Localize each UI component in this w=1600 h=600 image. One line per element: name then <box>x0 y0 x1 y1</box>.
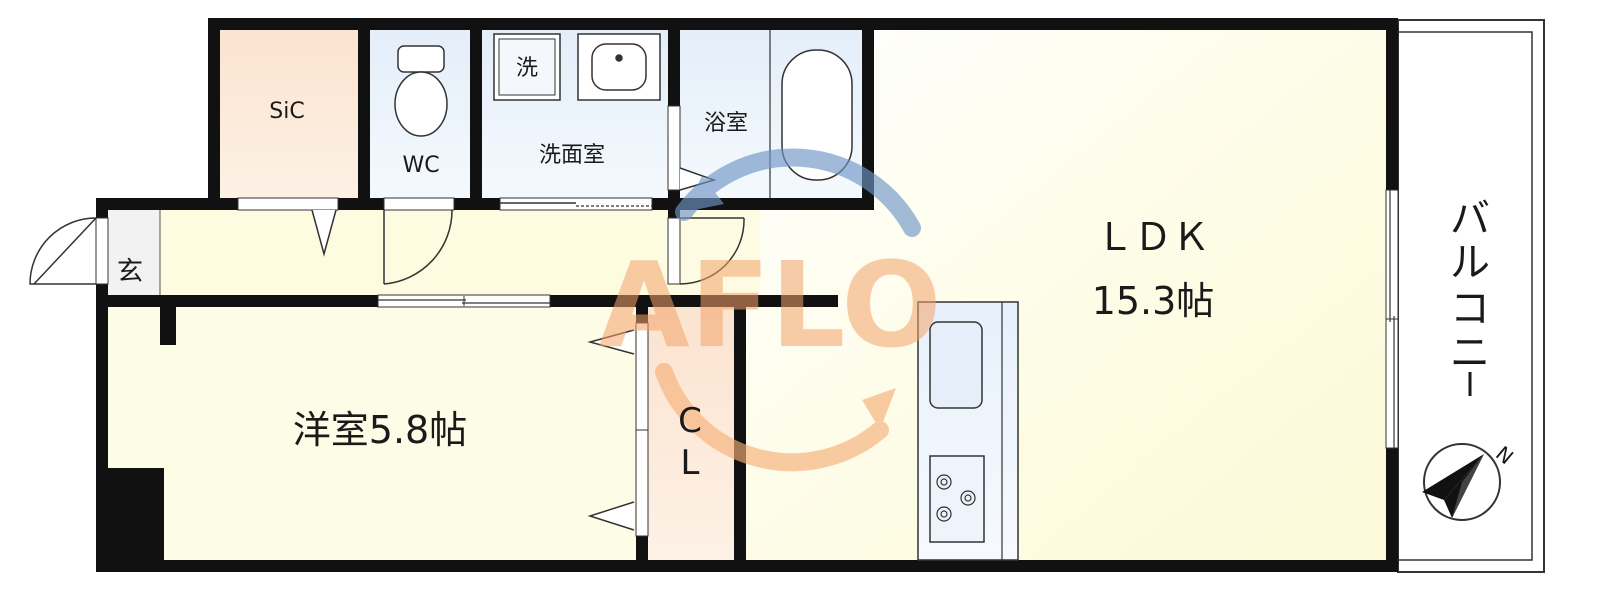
sic-door-leaf[interactable] <box>311 209 337 257</box>
washroom-label: 洗面室 <box>539 143 605 168</box>
balcony-char-2: ル <box>1450 240 1490 286</box>
washer-icon <box>493 33 561 101</box>
western-room-label: 洋室5.8帖 <box>293 408 467 452</box>
toilet-icon <box>394 45 448 137</box>
balcony-char-1: バ <box>1450 196 1490 242</box>
balcony-char-4: ニ <box>1450 330 1490 376</box>
western-room-floor <box>108 305 636 560</box>
entrance-door-slot <box>95 217 109 285</box>
entrance-label: 玄 <box>117 257 143 287</box>
compass-icon <box>1422 443 1501 521</box>
balcony-char-3: コ <box>1450 286 1490 332</box>
closet-label-l: L <box>681 443 700 483</box>
ldk-size-label: 15.3帖 <box>1092 279 1215 323</box>
sic-label: SiC <box>269 99 304 124</box>
watermark-logo <box>655 148 921 472</box>
ldk-door-slot <box>667 217 681 285</box>
ldk-label: ＬＤＫ <box>1096 215 1210 259</box>
closet-label-c: C <box>678 401 702 441</box>
closet-door-leaf-lower[interactable] <box>587 501 635 531</box>
bath-door-slot <box>667 105 681 191</box>
bathtub-icon <box>769 30 853 198</box>
walls <box>96 18 1398 572</box>
sic-floor <box>220 30 360 198</box>
wc-door-swing[interactable] <box>383 209 453 285</box>
closet-door-leaf-upper[interactable] <box>587 329 635 355</box>
corridor-floor <box>108 210 680 296</box>
sic-door-slot <box>237 197 339 211</box>
wc-door-slot <box>383 197 455 211</box>
kitchen-counter <box>917 301 1019 561</box>
wc-label: WC <box>402 153 439 178</box>
stove-burner-icon <box>936 474 976 522</box>
wash-basin-icon <box>577 33 661 101</box>
bath-label: 浴室 <box>704 111 748 136</box>
balcony-label: バ ル コ ニ <box>1450 196 1490 376</box>
watermark-text: AFLO <box>598 236 941 374</box>
washer-label: 洗 <box>516 56 538 81</box>
entrance-door-swing[interactable] <box>29 217 97 285</box>
washroom-door-slot <box>499 197 653 211</box>
